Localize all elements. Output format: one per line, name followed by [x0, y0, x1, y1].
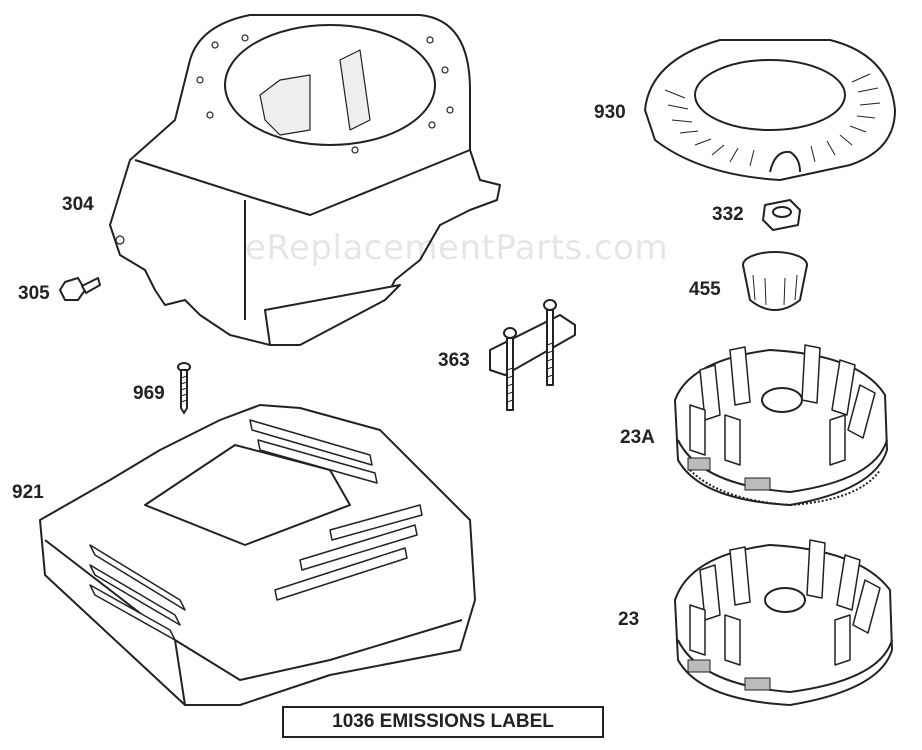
rotating-screen-part: [644, 39, 896, 181]
bracket-363-part: [489, 299, 576, 411]
callout-455: 455: [689, 279, 721, 300]
engine-cover-part: [39, 404, 476, 706]
flywheel-23-part: [674, 539, 893, 706]
blower-housing-part: [109, 14, 501, 346]
callout-363: 363: [438, 350, 470, 371]
screw-969-part: [177, 362, 191, 414]
callout-305: 305: [18, 283, 50, 304]
emissions-label-box: 1036 EMISSIONS LABEL: [282, 706, 604, 738]
nut-332-part: [762, 199, 801, 231]
cup-455-part: [742, 251, 808, 311]
callout-332: 332: [712, 204, 744, 225]
bolt-305-part: [59, 277, 101, 301]
watermark-text: eReplacementParts.com: [245, 228, 669, 268]
callout-304: 304: [62, 194, 94, 215]
emissions-label-text: 1036 EMISSIONS LABEL: [332, 711, 554, 732]
callout-969: 969: [133, 383, 165, 404]
callout-23: 23: [618, 609, 640, 630]
callout-930: 930: [594, 102, 626, 123]
flywheel-23a-part: [674, 344, 888, 506]
callout-23a: 23A: [620, 427, 655, 448]
callout-921: 921: [12, 482, 44, 503]
